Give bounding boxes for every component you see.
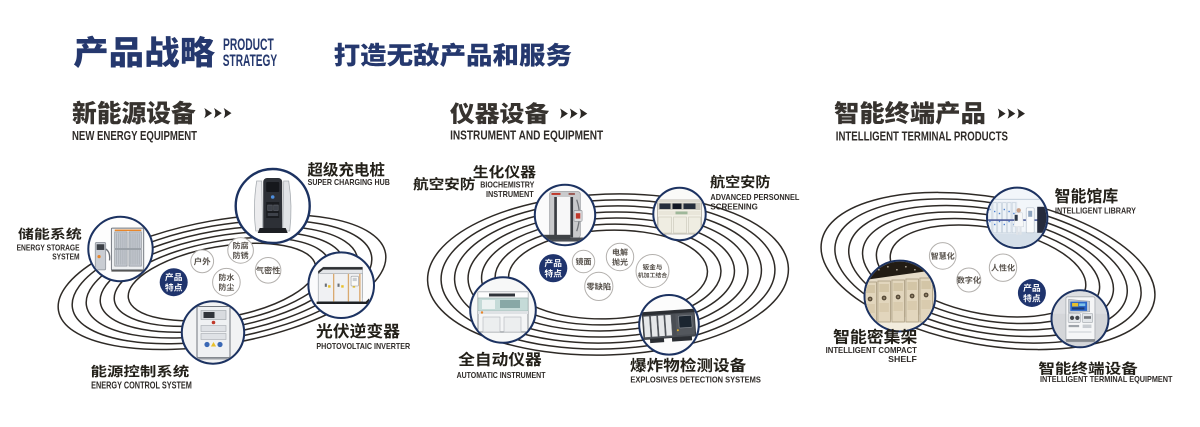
svg-text:STRATEGY: STRATEGY xyxy=(223,50,277,69)
svg-text:AUTOMATIC INSTRUMENT: AUTOMATIC INSTRUMENT xyxy=(457,371,546,380)
svg-text:ENERGY CONTROL SYSTEM: ENERGY CONTROL SYSTEM xyxy=(91,381,192,392)
svg-text:PHOTOVOLTAIC INVERTER: PHOTOVOLTAIC INVERTER xyxy=(316,342,410,351)
svg-text:INSTRUMENT AND EQUIPMENT: INSTRUMENT AND EQUIPMENT xyxy=(450,129,603,143)
svg-text:SYSTEM: SYSTEM xyxy=(52,253,80,262)
svg-text:INTELLIGENT LIBRARY: INTELLIGENT LIBRARY xyxy=(1055,207,1136,216)
svg-text:EXPLOSIVES DETECTION SYSTEMS: EXPLOSIVES DETECTION SYSTEMS xyxy=(630,376,761,385)
svg-text:SHELF: SHELF xyxy=(888,355,917,364)
svg-text:SCREENING: SCREENING xyxy=(710,202,758,211)
svg-text:BIOCHEMISTRY: BIOCHEMISTRY xyxy=(480,181,535,190)
svg-text:ADVANCED PERSONNEL: ADVANCED PERSONNEL xyxy=(710,193,799,202)
svg-text:INTELLIGENT TERMINAL EQUIPMENT: INTELLIGENT TERMINAL EQUIPMENT xyxy=(1040,375,1173,384)
svg-text:SUPER CHARGING HUB: SUPER CHARGING HUB xyxy=(308,178,390,187)
svg-text:ENERGY STORAGE: ENERGY STORAGE xyxy=(17,243,80,252)
svg-text:PRODUCT: PRODUCT xyxy=(223,34,274,53)
svg-text:INTELLIGENT TERMINAL PRODUCTS: INTELLIGENT TERMINAL PRODUCTS xyxy=(836,129,1008,143)
svg-text:INTELLIGENT COMPACT: INTELLIGENT COMPACT xyxy=(826,346,917,355)
svg-text:NEW ENERGY EQUIPMENT: NEW ENERGY EQUIPMENT xyxy=(72,129,197,143)
svg-text:INSTRUMENT: INSTRUMENT xyxy=(486,190,534,199)
